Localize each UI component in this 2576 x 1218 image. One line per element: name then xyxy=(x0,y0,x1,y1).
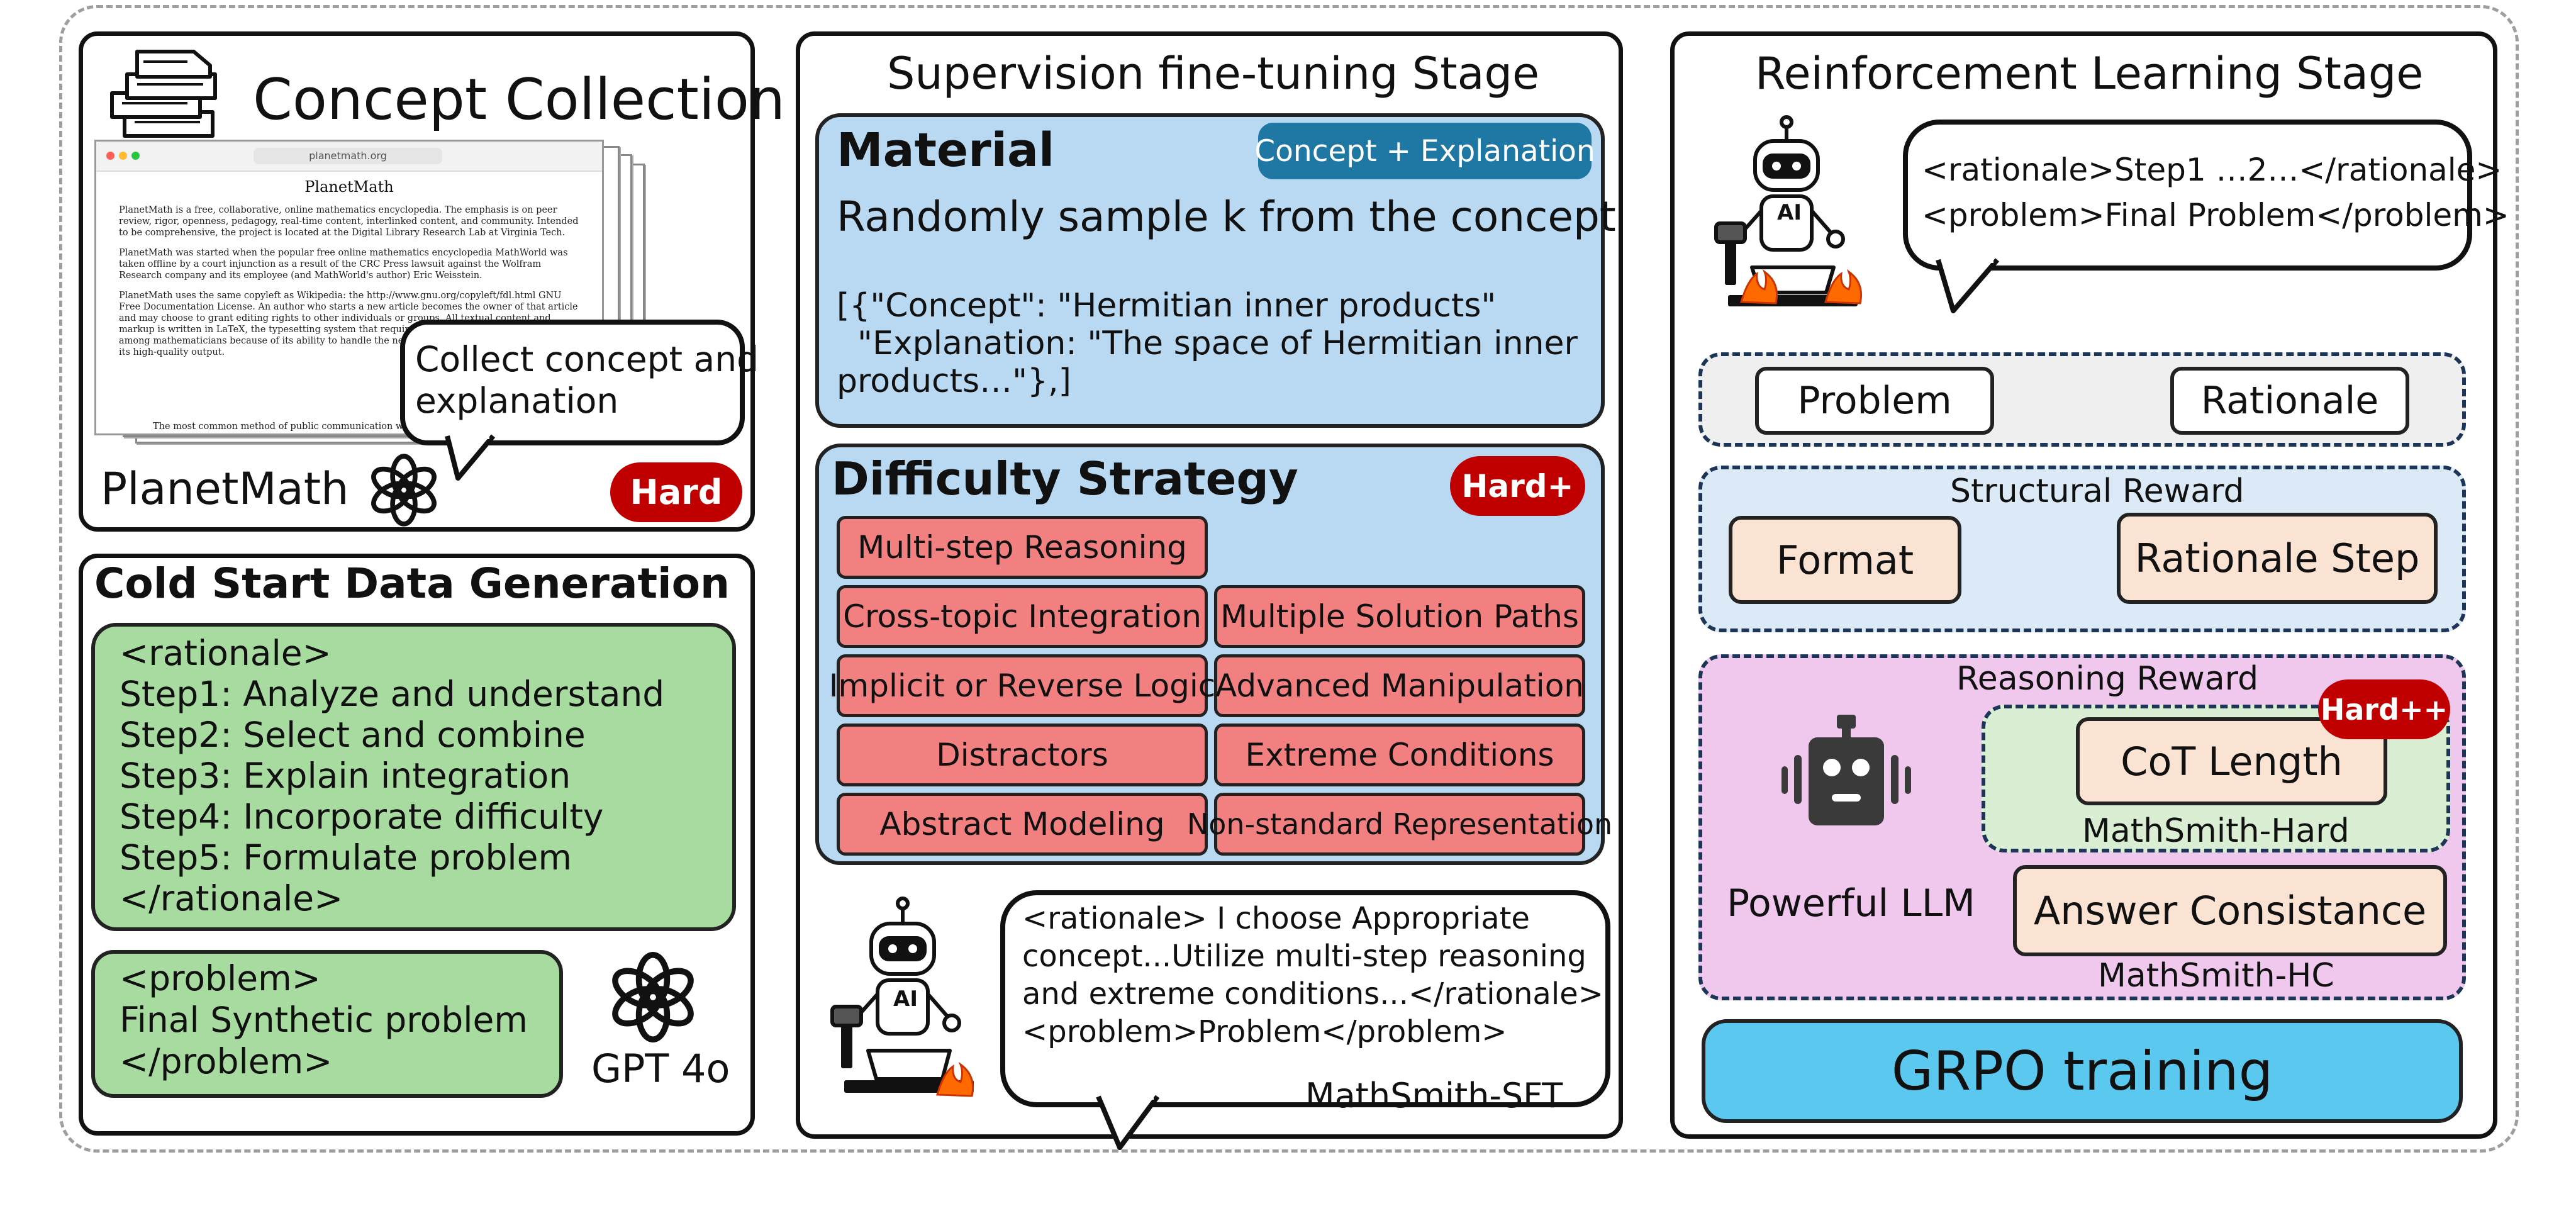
llm-robot-icon xyxy=(1781,715,1911,825)
sft-bubble-line-4: <problem>Problem</problem> xyxy=(1022,1014,1507,1049)
material-example-line-2: "Explanation: "The space of Hermitian in… xyxy=(837,325,1578,362)
sft-output-bubble xyxy=(1000,890,1610,1107)
problem-line-1: <problem> xyxy=(120,958,321,998)
gpt4o-label: GPT 4o xyxy=(591,1046,730,1092)
strategy-multiple-solution-paths: Multiple Solution Paths xyxy=(1214,585,1585,648)
strategy-abstract-modeling: Abstract Modeling xyxy=(837,793,1208,856)
structural-reward-title: Structural Reward xyxy=(1950,472,2244,510)
mathsmith-hc-label: MathSmith-HC xyxy=(2098,957,2334,995)
strategy-extreme-conditions: Extreme Conditions xyxy=(1214,724,1585,786)
concept-explanation-badge: Concept + Explanation xyxy=(1254,123,1595,179)
material-example-line-3: products…"},] xyxy=(837,362,1071,400)
rationale-line-3: Step2: Select and combine xyxy=(120,715,586,755)
collect-bubble xyxy=(400,320,745,445)
difficulty-title: Difficulty Strategy xyxy=(832,452,1298,505)
sft-title: Supervision fine-tuning Stage xyxy=(887,48,1540,99)
hard-plus-badge: Hard+ xyxy=(1450,456,1585,516)
collect-bubble-line-1: Collect concept and xyxy=(415,339,759,379)
answer-consistance-reward: Answer Consistance xyxy=(2013,865,2447,956)
rationale-step-reward: Rationale Step xyxy=(2117,513,2438,604)
concept-collection-title: Concept Collection xyxy=(253,67,785,133)
planetmath-heading: PlanetMath xyxy=(304,178,394,196)
openai-logo-icon xyxy=(371,454,437,527)
material-subtitle: Randomly sample k from the concept xyxy=(837,193,1616,241)
problem-line-3: </problem> xyxy=(120,1041,333,1081)
rationale-chip: Rationale xyxy=(2170,367,2409,435)
mathsmith-hard-label: MathSmith-Hard xyxy=(2082,812,2350,850)
format-reward: Format xyxy=(1729,516,1961,604)
problem-box xyxy=(91,950,563,1098)
rationale-box xyxy=(91,623,736,931)
planetmath-label: PlanetMath xyxy=(101,463,349,515)
grpo-training-box: GRPO training xyxy=(1702,1019,2463,1123)
sft-bubble-line-1: <rationale> I choose Appropriate xyxy=(1022,901,1530,936)
outer-frame xyxy=(59,5,2519,1153)
planetmath-footer-line: The most common method of public communi… xyxy=(153,422,482,432)
address-bar: planetmath.org xyxy=(254,148,442,164)
strategy-multi-step-reasoning: Multi-step Reasoning xyxy=(837,516,1208,579)
rl-robot-label: AI xyxy=(1777,200,1802,225)
rl-output-bubble xyxy=(1903,120,2472,271)
sft-bubble-line-2: concept...Utilize multi-step reasoning xyxy=(1022,939,1586,974)
rationale-line-1: <rationale> xyxy=(120,633,332,673)
material-example-line-1: [{"Concept": "Hermitian inner products" xyxy=(837,287,1497,325)
problem-line-2: Final Synthetic problem xyxy=(120,1000,528,1040)
strategy-distractors: Distractors xyxy=(837,724,1208,786)
rationale-line-4: Step3: Explain integration xyxy=(120,756,571,796)
sft-bubble-tail xyxy=(1096,1095,1160,1150)
browser-toolbar: planetmath.org xyxy=(96,142,602,172)
mathsmith-sft-label: MathSmith-SFT xyxy=(1305,1076,1563,1115)
hard-plus-plus-badge: Hard++ xyxy=(2318,679,2450,739)
planetmath-paragraph-2: PlanetMath was started when the popular … xyxy=(119,248,568,281)
window-max-dot xyxy=(131,152,140,160)
strategy-non-standard-representation: Non-standard Representation xyxy=(1187,793,1612,856)
collect-bubble-line-2: explanation xyxy=(415,381,619,421)
planetmath-paragraph-1: PlanetMath is a free, collaborative, onl… xyxy=(119,205,579,238)
strategy-implicit-reverse-logic: Implicit or Reverse Logic xyxy=(829,654,1215,717)
sft-bubble-line-3: and extreme conditions...</rationale> xyxy=(1022,976,1603,1012)
strategy-advanced-manipulation: Advanced Manipulation xyxy=(1214,654,1585,717)
rl-title: Reinforcement Learning Stage xyxy=(1755,48,2424,99)
rationale-line-5: Step4: Incorporate difficulty xyxy=(120,796,604,837)
rl-robot-icon xyxy=(1714,115,1862,306)
sft-robot-label: AI xyxy=(893,986,918,1012)
material-title: Material xyxy=(837,123,1055,177)
collect-bubble-tail xyxy=(445,434,496,481)
rationale-line-7: </rationale> xyxy=(120,878,343,919)
paper-stack-icon xyxy=(110,50,217,138)
rl-bubble-line-2: <problem>Final Problem</problem> xyxy=(1922,197,2509,233)
rl-bubble-tail xyxy=(1936,258,2000,313)
rationale-line-2: Step1: Analyze and understand xyxy=(120,674,665,714)
problem-chip: Problem xyxy=(1755,367,1994,435)
rl-bubble-line-1: <rationale>Step1 …2…</rationale> xyxy=(1922,152,2502,188)
powerful-llm-label: Powerful LLM xyxy=(1727,881,1975,925)
window-min-dot xyxy=(119,152,127,160)
strategy-cross-topic-integration: Cross-topic Integration xyxy=(837,585,1208,648)
cold-start-title: Cold Start Data Generation xyxy=(94,559,730,608)
rationale-line-6: Step5: Formulate problem xyxy=(120,837,572,878)
sft-robot-icon xyxy=(830,897,974,1097)
gpt-logo-icon xyxy=(612,952,694,1042)
browser-screenshot: planetmath.org PlanetMath PlanetMath is … xyxy=(94,140,604,435)
window-close-dot xyxy=(106,152,114,160)
hard-badge: Hard xyxy=(610,462,742,522)
reasoning-reward-title: Reasoning Reward xyxy=(1956,660,2259,698)
